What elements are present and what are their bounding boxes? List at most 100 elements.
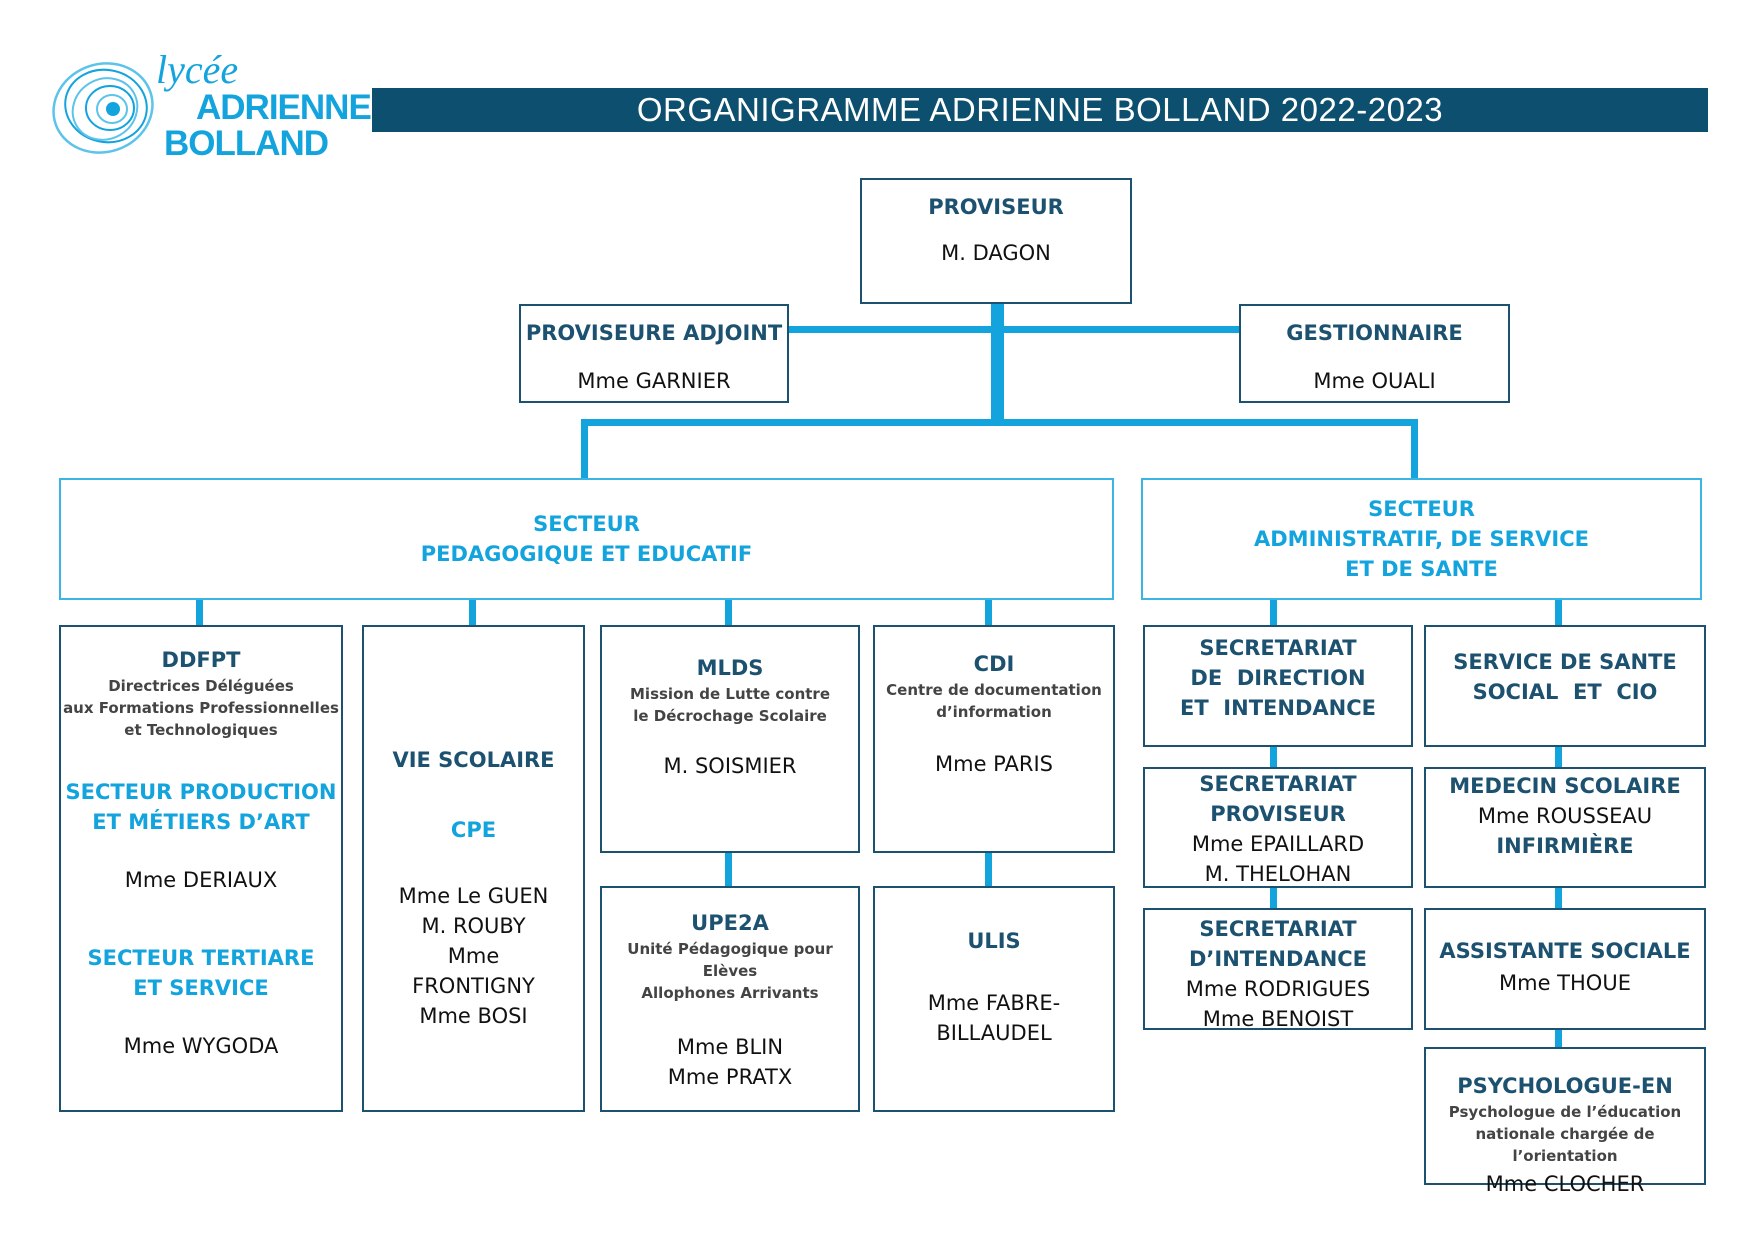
ddfpt-subtitle-1: Directrices Déléguées — [108, 677, 294, 695]
connector-medecin-assist — [1555, 887, 1562, 909]
psychologue-subtitle-2: nationale chargée de l’orientation — [1475, 1125, 1655, 1165]
upe2a-subtitle-1: Unité Pédagogique pour Elèves — [627, 940, 833, 980]
cdi-subtitle-1: Centre de documentation — [886, 681, 1102, 699]
ddfpt-sector1-line2: ET MÉTIERS D’ART — [92, 810, 310, 834]
connector-sectors-horizontal — [581, 419, 1418, 426]
sector-pedagogique-line1: SECTEUR — [533, 512, 640, 536]
secretariat-proviseur-name-1: Mme EPAILLARD — [1191, 832, 1365, 856]
vie-scolaire-cpe: CPE — [450, 818, 497, 842]
ddfpt-sector2-line2: ET SERVICE — [133, 976, 269, 1000]
ddfpt-subtitle-2: aux Formations Professionnelles — [63, 699, 339, 717]
vie-scolaire-name-2: M. ROUBY — [421, 914, 526, 938]
adjoint-name: Mme GARNIER — [577, 369, 731, 393]
assistante-sociale-box: ASSISTANTE SOCIALE Mme THOUE — [1424, 908, 1706, 1030]
secretariat-direction-line1: SECRETARIAT — [1199, 636, 1357, 660]
psychologue-box: PSYCHOLOGUE-EN Psychologue de l’éducatio… — [1424, 1047, 1706, 1196]
proviseur-title: PROVISEUR — [928, 195, 1064, 219]
adjoint-box: PROVISEURE ADJOINT Mme GARNIER — [519, 304, 789, 403]
medecin-name: Mme ROUSSEAU — [1477, 804, 1653, 828]
ddfpt-title: DDFPT — [161, 648, 241, 672]
secretariat-intendance-name-2: Mme BENOIST — [1202, 1007, 1354, 1031]
psychologue-name: Mme CLOCHER — [1485, 1172, 1645, 1196]
service-sante-line2: SOCIAL ET CIO — [1472, 680, 1658, 704]
sector-administratif-box: SECTEUR ADMINISTRATIF, DE SERVICE ET DE … — [1141, 478, 1702, 600]
proviseur-box: PROVISEUR M. DAGON — [860, 178, 1132, 304]
secretariat-intendance-name-1: Mme RODRIGUES — [1185, 977, 1371, 1001]
connector-main-vertical — [991, 303, 1004, 421]
upe2a-name-1: Mme BLIN — [676, 1035, 784, 1059]
page-title: ORGANIGRAMME ADRIENNE BOLLAND 2022-2023 — [372, 88, 1708, 132]
connector-sec-dir — [1270, 599, 1277, 625]
connector-sec-prov-int — [1270, 887, 1277, 909]
upe2a-subtitle-2: Allophones Arrivants — [641, 984, 819, 1002]
connector-adjoint-gestionnaire — [786, 326, 1241, 333]
ddfpt-name-1: Mme DERIAUX — [124, 868, 278, 892]
upe2a-name-2: Mme PRATX — [667, 1065, 793, 1089]
service-sante-line1: SERVICE DE SANTE — [1453, 650, 1677, 674]
vie-scolaire-name-5: Mme BOSI — [419, 1004, 528, 1028]
logo-word-lycee: lycée — [156, 47, 239, 92]
sector-administratif-line3: ET DE SANTE — [1345, 557, 1498, 581]
ddfpt-sector1-line1: SECTEUR PRODUCTION — [65, 780, 337, 804]
secretariat-proviseur-line2: PROVISEUR — [1210, 802, 1346, 826]
ddfpt-sector2-line1: SECTEUR TERTIARE — [87, 946, 315, 970]
infirmiere-title: INFIRMIÈRE — [1496, 834, 1634, 858]
upe2a-box: UPE2A Unité Pédagogique pour Elèves Allo… — [600, 886, 860, 1112]
connector-cdi — [985, 599, 992, 625]
connector-sante-medecin — [1555, 746, 1562, 768]
gestionnaire-box: GESTIONNAIRE Mme OUALI — [1239, 304, 1510, 403]
medecin-title: MEDECIN SCOLAIRE — [1449, 774, 1681, 798]
mlds-subtitle-2: le Décrochage Scolaire — [633, 707, 827, 725]
assistante-sociale-name: Mme THOUE — [1499, 971, 1631, 995]
connector-sec-dir-prov — [1270, 746, 1277, 768]
ddfpt-box: DDFPT Directrices Déléguées aux Formatio… — [59, 625, 343, 1112]
mlds-name: M. SOISMIER — [663, 754, 797, 778]
connector-assist-psy — [1555, 1027, 1562, 1049]
assistante-sociale-title: ASSISTANTE SOCIALE — [1439, 939, 1691, 963]
connector-ddfpt — [196, 599, 203, 625]
connector-sector-adm — [1411, 419, 1418, 478]
psychologue-title: PSYCHOLOGUE-EN — [1457, 1074, 1673, 1098]
mlds-box: MLDS Mission de Lutte contre le Décrocha… — [600, 625, 860, 853]
ulis-name-2: BILLAUDEL — [936, 1021, 1052, 1045]
secretariat-intendance-box: SECRETARIAT D’INTENDANCE Mme RODRIGUES M… — [1143, 908, 1413, 1031]
psychologue-subtitle-1: Psychologue de l’éducation — [1448, 1103, 1682, 1121]
proviseur-name: M. DAGON — [941, 241, 1051, 265]
connector-cdi-ulis — [985, 851, 992, 886]
upe2a-title: UPE2A — [691, 911, 769, 935]
cdi-box: CDI Centre de documentation d’informatio… — [873, 625, 1115, 853]
mlds-subtitle-1: Mission de Lutte contre — [630, 685, 830, 703]
logo-word-bolland: BOLLAND — [164, 124, 329, 163]
vie-scolaire-name-3: Mme — [447, 944, 500, 968]
connector-sante — [1555, 599, 1562, 625]
ddfpt-name-2: Mme WYGODA — [123, 1034, 279, 1058]
cdi-title: CDI — [973, 652, 1015, 676]
sector-administratif-line2: ADMINISTRATIF, DE SERVICE — [1254, 527, 1589, 551]
ulis-title: ULIS — [967, 929, 1021, 953]
vie-scolaire-title: VIE SCOLAIRE — [392, 748, 555, 772]
vie-scolaire-name-1: Mme Le GUEN — [398, 884, 549, 908]
secretariat-intendance-line1: SECRETARIAT — [1199, 917, 1357, 941]
secretariat-proviseur-line1: SECRETARIAT — [1199, 772, 1357, 796]
medecin-box: MEDECIN SCOLAIRE Mme ROUSSEAU INFIRMIÈRE — [1424, 767, 1706, 888]
ddfpt-subtitle-3: et Technologiques — [124, 721, 278, 739]
cdi-name: Mme PARIS — [935, 752, 1053, 776]
vie-scolaire-box: VIE SCOLAIRE CPE Mme Le GUEN M. ROUBY Mm… — [362, 625, 585, 1112]
spiral-logo-icon — [52, 62, 154, 154]
secretariat-direction-box: SECRETARIAT DE DIRECTION ET INTENDANCE — [1143, 625, 1413, 747]
ulis-box: ULIS Mme FABRE- BILLAUDEL — [873, 886, 1115, 1112]
connector-mlds-upe2a — [725, 851, 732, 886]
adjoint-title: PROVISEURE ADJOINT — [525, 321, 783, 345]
service-sante-box: SERVICE DE SANTE SOCIAL ET CIO — [1424, 625, 1706, 747]
secretariat-direction-line2: DE DIRECTION — [1190, 666, 1366, 690]
connector-mlds — [725, 599, 732, 625]
logo-word-adrienne: ADRIENNE — [196, 88, 372, 127]
secretariat-direction-line3: ET INTENDANCE — [1180, 696, 1376, 720]
ulis-name-1: Mme FABRE- — [927, 991, 1061, 1015]
secretariat-proviseur-name-2: M. THELOHAN — [1204, 862, 1352, 886]
cdi-subtitle-2: d’information — [936, 703, 1052, 721]
secretariat-proviseur-box: SECRETARIAT PROVISEUR Mme EPAILLARD M. T… — [1143, 767, 1413, 888]
secretariat-intendance-line2: D’INTENDANCE — [1188, 947, 1368, 971]
mlds-title: MLDS — [696, 656, 764, 680]
vie-scolaire-name-4: FRONTIGNY — [412, 974, 535, 998]
